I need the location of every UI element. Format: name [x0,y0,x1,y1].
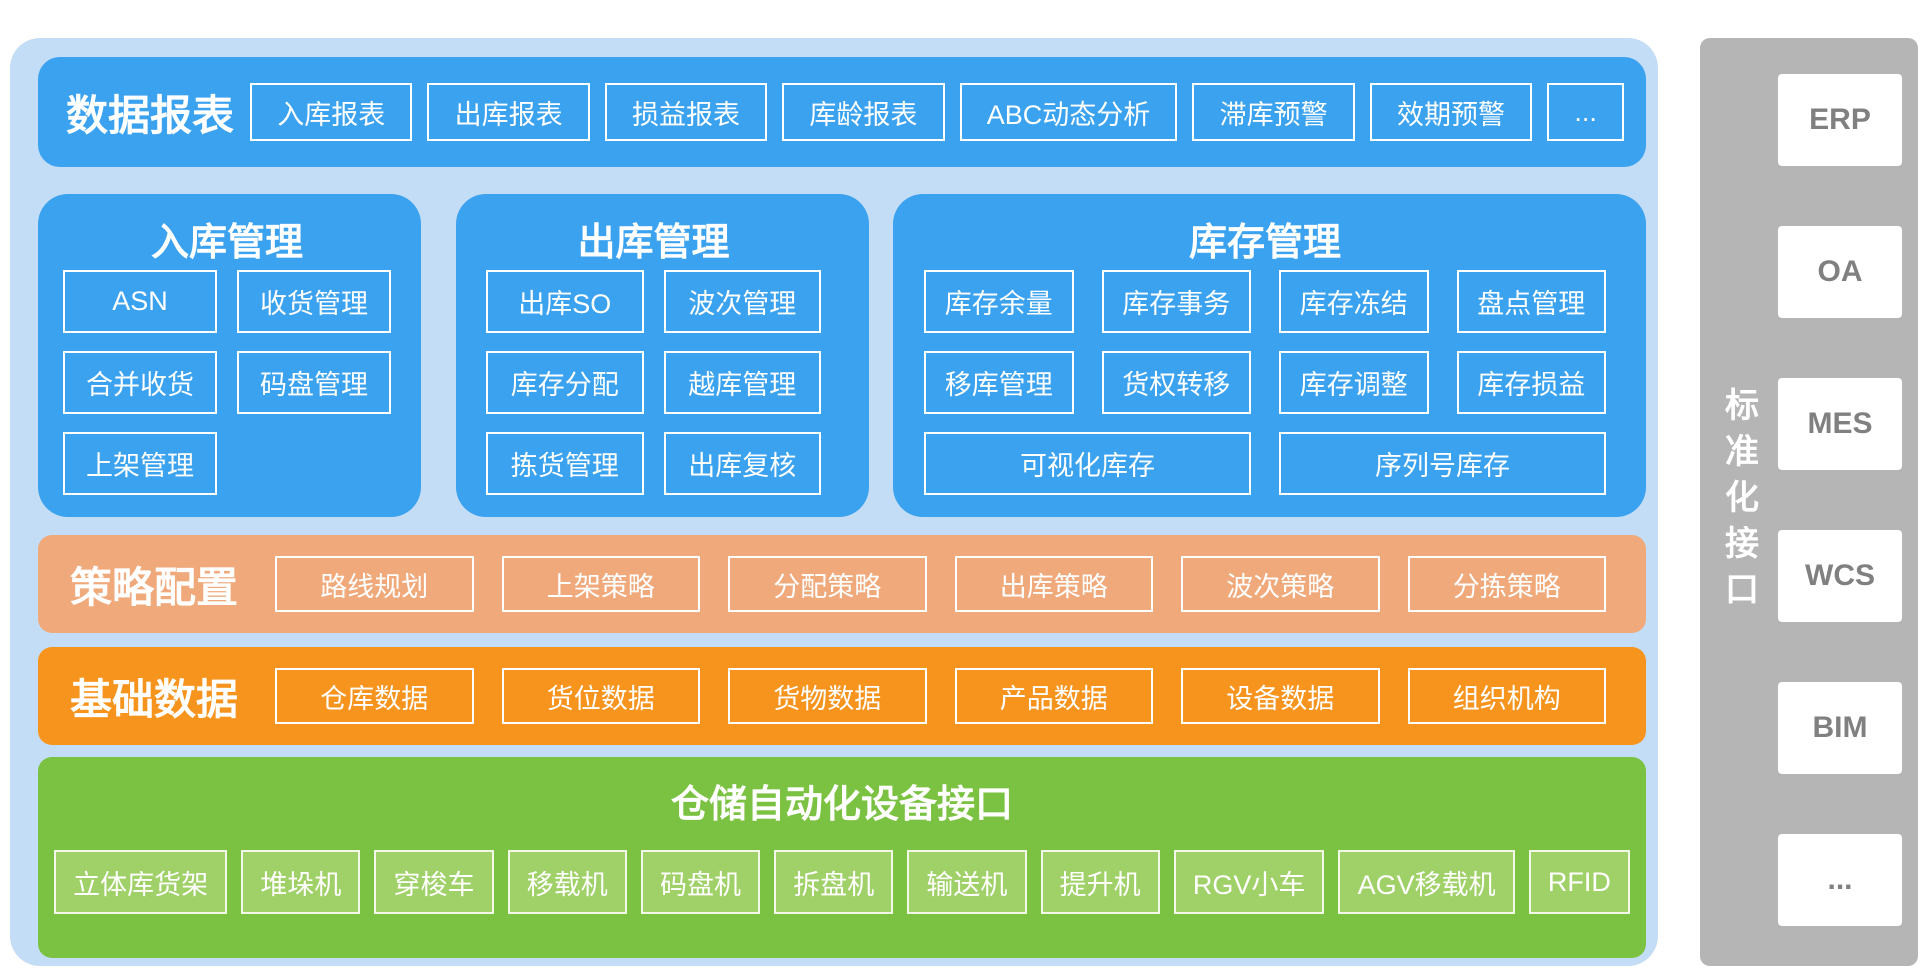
inbound-title: 入库管理 [150,221,303,264]
management-panels: 入库管理 ASN 收货管理 合并收货 码盘管理 上架管理 出库管理 出库SO 波… [38,194,1646,517]
report-item-abc-analysis: ABC动态分析 [959,83,1178,141]
device-item-palletizer: 码盘机 [640,850,761,914]
inventory-management-panel: 库存管理 库存余量 库存事务 库存冻结 盘点管理 移库管理 货权转移 库存调整 … [893,194,1646,517]
outbound-item-allocation: 库存分配 [486,351,644,414]
inventory-item-serial-stock: 序列号库存 [1279,432,1606,495]
inventory-item-visual-stock: 可视化库存 [924,432,1251,495]
strategy-item-sorting: 分拣策略 [1407,556,1606,612]
device-item-rgv: RGV小车 [1173,850,1325,914]
inbound-item-merge-receiving: 合并收货 [63,351,217,414]
report-item-stagnant-alert: 滞库预警 [1192,83,1355,141]
base-item-organization: 组织机构 [1407,668,1606,724]
strategy-item-route-planning: 路线规划 [275,556,474,612]
data-reports-bar: 数据报表 入库报表 出库报表 损益报表 库龄报表 ABC动态分析 滞库预警 效期… [38,57,1646,167]
report-item-inbound: 入库报表 [250,83,413,141]
strategy-item-outbound: 出库策略 [954,556,1153,612]
report-item-expiry-alert: 效期预警 [1369,83,1533,141]
base-item-warehouse: 仓库数据 [275,668,474,724]
standard-interface-sidebar: 标准化接口 ERP OA MES WCS BIM ... [1700,38,1918,966]
report-item-stock-age: 库龄报表 [782,83,945,141]
data-reports-label: 数据报表 [66,91,235,139]
strategy-item-putaway: 上架策略 [501,556,700,612]
outbound-item-picking: 拣货管理 [486,432,644,495]
main-panel: 数据报表 入库报表 出库报表 损益报表 库龄报表 ABC动态分析 滞库预警 效期… [10,38,1658,966]
base-item-goods: 货物数据 [728,668,927,724]
report-item-profit-loss: 损益报表 [604,83,768,141]
outbound-items: 出库SO 波次管理 库存分配 越库管理 拣货管理 出库复核 [486,270,821,495]
outbound-item-so: 出库SO [486,270,644,333]
interface-item-erp: ERP [1778,74,1902,166]
inbound-item-receiving: 收货管理 [237,270,391,333]
inventory-item-ownership-transfer: 货权转移 [1101,351,1251,414]
outbound-management-panel: 出库管理 出库SO 波次管理 库存分配 越库管理 拣货管理 出库复核 [456,194,869,517]
automation-title: 仓储自动化设备接口 [670,784,1013,826]
inbound-item-putaway: 上架管理 [63,432,217,495]
device-item-depalletizer: 拆盘机 [774,850,894,914]
strategy-items: 路线规划 上架策略 分配策略 出库策略 波次策略 分拣策略 [275,556,1606,612]
outbound-item-check: 出库复核 [663,432,821,495]
outbound-item-wave: 波次管理 [663,270,821,333]
inventory-item-adjustment: 库存调整 [1279,351,1429,414]
device-item-shuttle: 穿梭车 [374,850,494,914]
strategy-label: 策略配置 [70,563,239,611]
report-item-outbound: 出库报表 [427,83,590,141]
standard-interface-label: 标准化接口 [1719,387,1758,617]
automation-interface-section: 仓储自动化设备接口 立体库货架 堆垛机 穿梭车 移载机 码盘机 拆盘机 输送机 … [38,757,1646,958]
interface-item-bim: BIM [1778,682,1902,774]
inbound-management-panel: 入库管理 ASN 收货管理 合并收货 码盘管理 上架管理 [38,194,421,517]
device-items: 立体库货架 堆垛机 穿梭车 移载机 码盘机 拆盘机 输送机 提升机 RGV小车 … [54,850,1630,914]
device-item-as-rs-rack: 立体库货架 [54,850,228,914]
device-item-transfer-machine: 移载机 [507,850,627,914]
inbound-item-asn: ASN [63,270,217,333]
inventory-items: 库存余量 库存事务 库存冻结 盘点管理 移库管理 货权转移 库存调整 库存损益 … [924,270,1606,495]
outbound-item-crossdock: 越库管理 [663,351,821,414]
inventory-item-counting: 盘点管理 [1456,270,1606,333]
inbound-items: ASN 收货管理 合并收货 码盘管理 上架管理 [63,270,391,495]
inbound-item-palletizing: 码盘管理 [237,351,391,414]
base-data-items: 仓库数据 货位数据 货物数据 产品数据 设备数据 组织机构 [275,668,1606,724]
inventory-item-relocation: 移库管理 [924,351,1074,414]
strategy-item-wave: 波次策略 [1181,556,1380,612]
inventory-item-profit-loss: 库存损益 [1456,351,1606,414]
strategy-config-row: 策略配置 路线规划 上架策略 分配策略 出库策略 波次策略 分拣策略 [38,535,1646,633]
device-item-conveyor: 输送机 [907,850,1027,914]
inventory-title: 库存管理 [1188,221,1341,264]
inventory-item-balance: 库存余量 [924,270,1074,333]
interface-items: ERP OA MES WCS BIM ... [1778,38,1918,966]
inventory-item-transactions: 库存事务 [1101,270,1251,333]
base-item-location: 货位数据 [501,668,700,724]
report-items: 入库报表 出库报表 损益报表 库龄报表 ABC动态分析 滞库预警 效期预警 ..… [250,83,1625,141]
inventory-item-freeze: 库存冻结 [1279,270,1429,333]
outbound-title: 出库管理 [577,221,730,264]
interface-item-wcs: WCS [1778,530,1902,622]
device-item-rfid: RFID [1528,850,1630,914]
interface-item-more: ... [1778,834,1902,926]
device-item-agv: AGV移载机 [1338,850,1515,914]
device-item-stacker-crane: 堆垛机 [241,850,361,914]
device-item-lifter: 提升机 [1040,850,1160,914]
base-item-equipment: 设备数据 [1181,668,1380,724]
base-data-label: 基础数据 [70,675,239,723]
interface-item-mes: MES [1778,378,1902,470]
interface-item-oa: OA [1778,226,1902,318]
report-item-more: ... [1547,83,1625,141]
strategy-item-allocation: 分配策略 [728,556,927,612]
base-item-product: 产品数据 [954,668,1153,724]
base-data-row: 基础数据 仓库数据 货位数据 货物数据 产品数据 设备数据 组织机构 [38,647,1646,745]
